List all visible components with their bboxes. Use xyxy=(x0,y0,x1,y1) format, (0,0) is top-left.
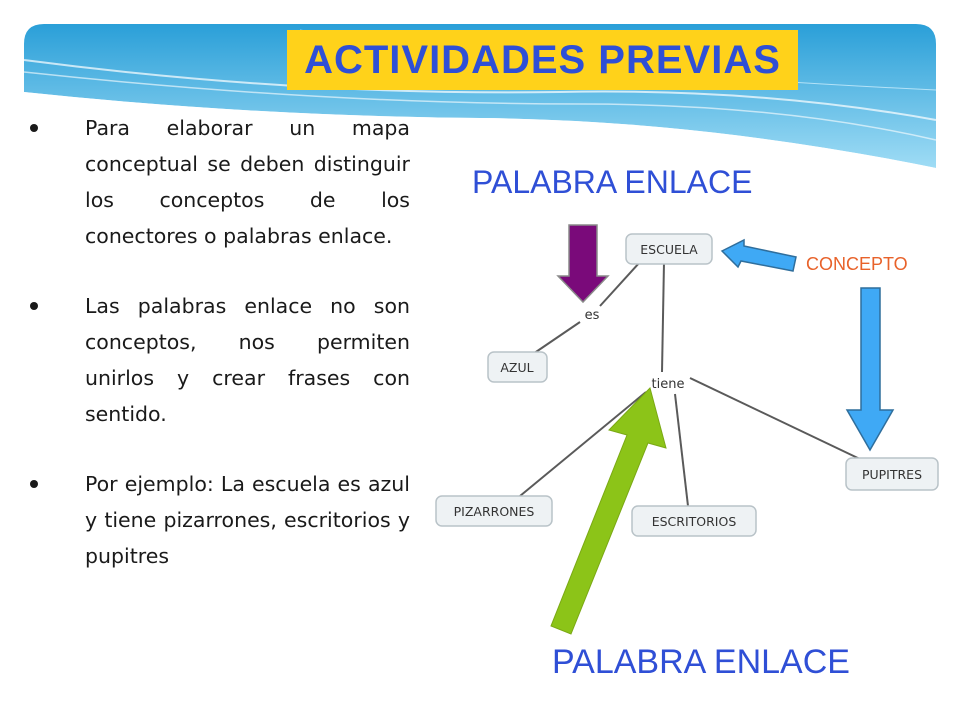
bullet-dot-icon xyxy=(30,480,38,488)
green-up-arrow-icon xyxy=(550,387,667,635)
connector-line xyxy=(689,377,863,461)
concept-node-escuela: ESCUELA xyxy=(625,233,713,265)
concept-node-azul: AZUL xyxy=(487,351,548,383)
bullet-item: Para elaborar un mapa conceptual se debe… xyxy=(30,110,410,254)
bullet-dot-icon xyxy=(30,302,38,310)
bullet-text: Por ejemplo: La escuela es azul y tiene … xyxy=(85,472,410,568)
bullet-item: Las palabras enlace no son conceptos, no… xyxy=(30,288,410,432)
slide-title: ACTIVIDADES PREVIAS xyxy=(287,30,798,90)
connector-line xyxy=(674,393,689,507)
palabra-enlace-label-top: PALABRA ENLACE xyxy=(472,164,753,200)
blue-left-arrow-icon xyxy=(720,238,797,272)
concept-node-escritorios: ESCRITORIOS xyxy=(631,505,757,537)
concept-label-pupitres: PUPITRES xyxy=(862,467,922,482)
concepto-label: CONCEPTO xyxy=(806,254,908,274)
linking-word-es: es xyxy=(585,308,600,323)
connector-line xyxy=(519,391,647,497)
blue-down-arrow-icon xyxy=(845,287,895,452)
bullet-item: Por ejemplo: La escuela es azul y tiene … xyxy=(30,466,410,574)
connector-line xyxy=(529,321,581,357)
concept-node-pupitres: PUPITRES xyxy=(845,457,939,491)
concept-label-escuela: ESCUELA xyxy=(640,242,698,257)
concept-node-pizarrones: PIZARRONES xyxy=(435,495,553,527)
bullet-dot-icon xyxy=(30,124,38,132)
purple-down-arrow-icon xyxy=(556,224,610,304)
bullet-text: Las palabras enlace no son conceptos, no… xyxy=(85,294,410,426)
connector-line xyxy=(599,261,641,307)
connector-line xyxy=(661,261,665,373)
bullet-text: Para elaborar un mapa conceptual se debe… xyxy=(85,116,410,248)
concept-label-azul: AZUL xyxy=(500,360,533,375)
linking-word-tiene: tiene xyxy=(652,377,685,392)
concept-label-pizarrones: PIZARRONES xyxy=(454,504,535,519)
palabra-enlace-label-bottom: PALABRA ENLACE xyxy=(552,643,850,681)
bullet-list: Para elaborar un mapa conceptual se debe… xyxy=(30,110,410,574)
concept-label-escritorios: ESCRITORIOS xyxy=(652,514,737,529)
